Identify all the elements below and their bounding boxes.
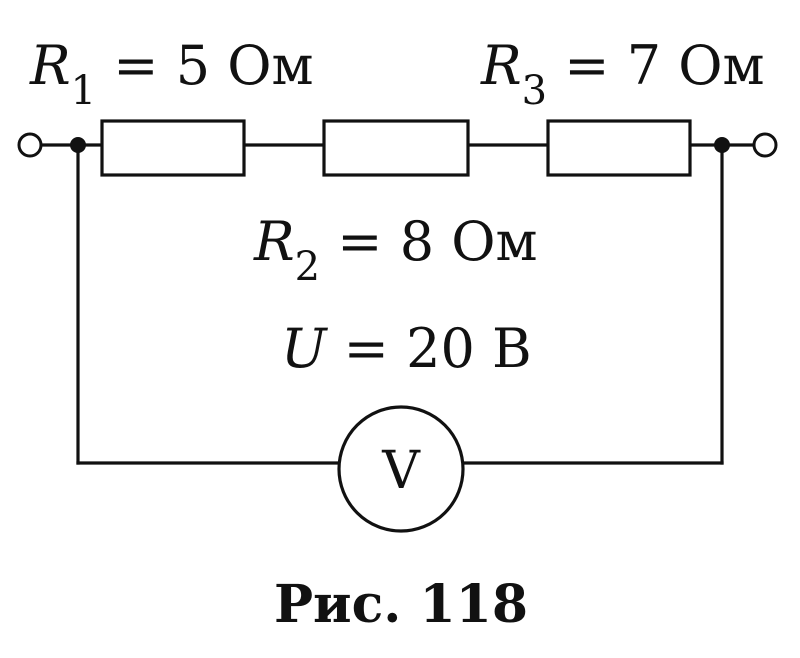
resistor-r1 — [100, 119, 246, 177]
label-r3-symbol: R — [480, 34, 522, 97]
label-r2-symbol: R — [253, 210, 295, 273]
label-r2-subscript: 2 — [295, 244, 320, 290]
label-voltage-symbol: U — [281, 317, 328, 380]
voltmeter-letter: V — [381, 441, 421, 501]
junction-left — [70, 137, 86, 153]
figure-caption: Рис. 118 — [274, 574, 528, 635]
label-r3-value: = 7 Ом — [547, 34, 764, 97]
junction-right — [714, 137, 730, 153]
resistor-r3 — [546, 119, 692, 177]
terminal-left — [17, 132, 43, 158]
voltmeter — [337, 405, 465, 533]
label-voltage-value: = 20 В — [327, 317, 532, 380]
label-r1: R1 = 5 Ом — [29, 34, 314, 114]
label-r1-symbol: R — [29, 34, 71, 97]
label-r1-value: = 5 Ом — [96, 34, 313, 97]
label-r3-subscript: 3 — [522, 68, 547, 114]
label-r3: R3 = 7 Ом — [480, 34, 765, 114]
label-r1-subscript: 1 — [71, 68, 96, 114]
label-r2: R2 = 8 Ом — [253, 210, 538, 290]
label-voltage: U = 20 В — [281, 317, 532, 380]
resistor-r2 — [322, 119, 470, 177]
label-r2-value: = 8 Ом — [320, 210, 537, 273]
terminal-right — [752, 132, 778, 158]
